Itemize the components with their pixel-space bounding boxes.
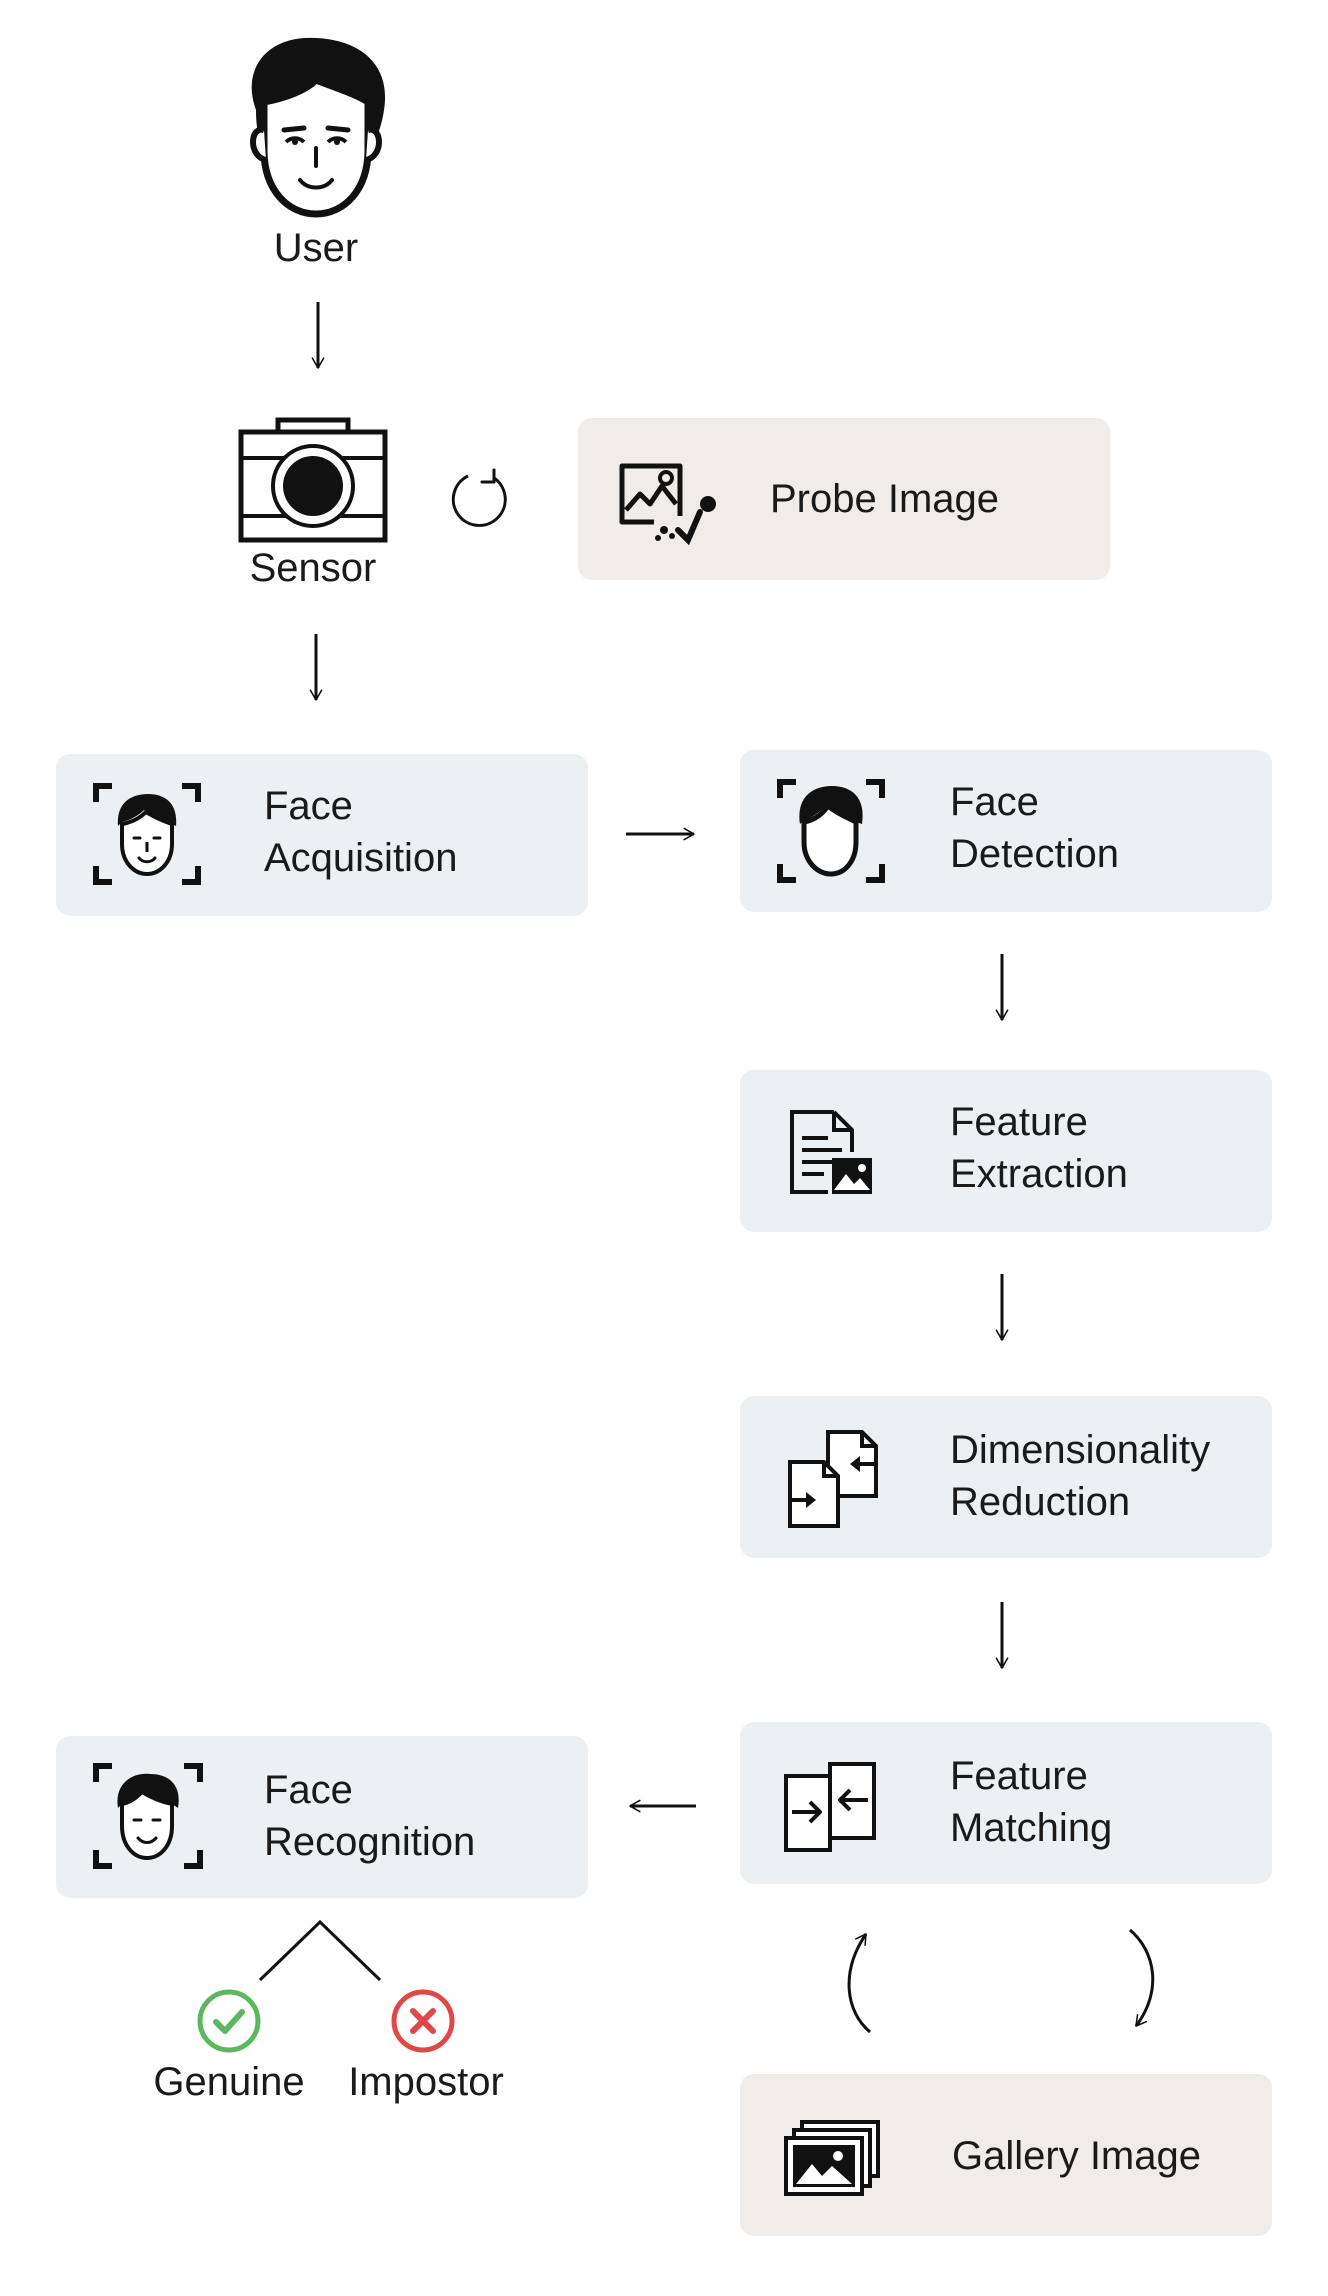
user-label: User [273,226,359,270]
arrow-gallery-to-matching [847,1933,871,2034]
face-frame-icon [777,779,885,883]
face-acquisition-label-2: Acquisition [264,836,458,880]
genuine-label: Genuine [153,2060,305,2104]
face-recognition-label-2: Recognition [264,1820,476,1864]
document-image-icon [790,1110,872,1194]
arrow-reduction-to-matching [995,1602,1009,1669]
check-circle-icon [197,1989,261,2053]
feature-matching-label-1: Feature [950,1754,1088,1798]
branch-lines [258,1919,382,1982]
arrow-acquisition-to-detection [626,827,695,841]
sensor-label: Sensor [249,546,377,590]
x-circle-icon [391,1989,455,2053]
image-gallery-icon [784,2120,880,2196]
document-compress-icon [788,1430,878,1528]
dimensionality-reduction-label-1: Dimensionality [950,1428,1211,1472]
image-edit-icon [619,463,716,546]
gallery-image-label: Gallery Image [952,2134,1201,2178]
face-acquisition-label-1: Face [264,784,353,828]
face-detection-label-1: Face [950,780,1039,824]
face-id-icon [93,1763,203,1869]
arrow-matching-to-recognition [629,1799,696,1813]
arrow-matching-to-gallery [1129,1928,1155,2027]
arrow-sensor-to-acquisition [309,634,323,701]
face-detection-label-2: Detection [950,832,1119,876]
dimensionality-reduction-label-2: Reduction [950,1480,1131,1524]
refresh-icon [451,468,507,527]
probe-image-label: Probe Image [770,477,1000,521]
arrow-detection-to-extraction [995,954,1009,1021]
probe-image-node [578,418,1110,580]
arrow-user-to-sensor [311,302,325,369]
face-recognition-label-1: Face [264,1768,353,1812]
feature-matching-label-2: Matching [950,1806,1113,1850]
camera-icon [238,417,388,543]
compare-icon [784,1762,876,1852]
feature-extraction-label-2: Extraction [950,1152,1128,1196]
arrow-extraction-to-reduction [995,1274,1009,1341]
impostor-label: Impostor [348,2060,504,2104]
feature-extraction-label-1: Feature [950,1100,1088,1144]
face-scan-icon [93,783,201,885]
male-avatar-icon [250,37,386,218]
